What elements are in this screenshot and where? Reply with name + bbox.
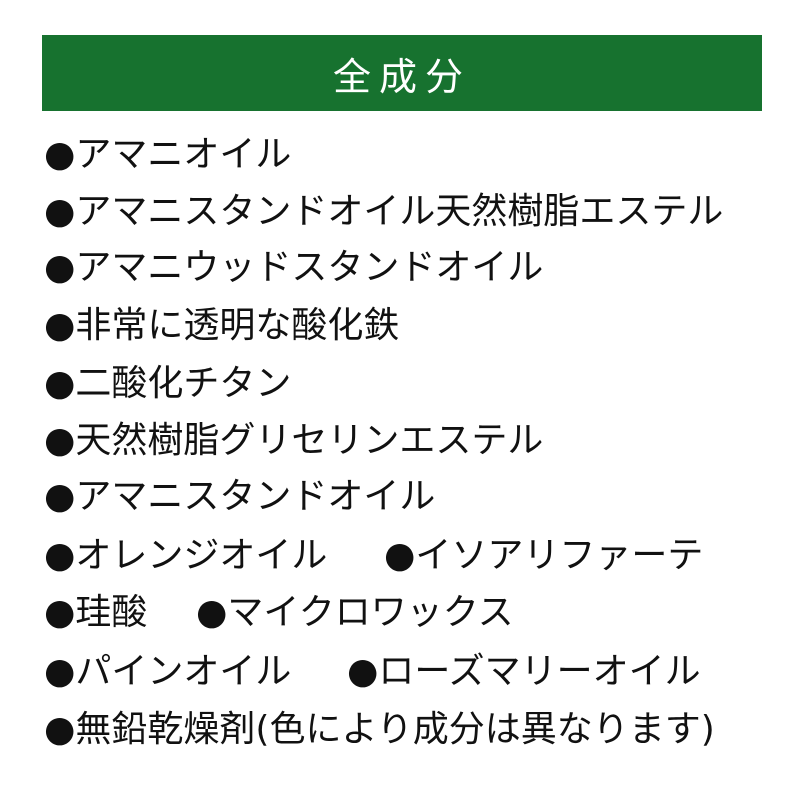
bullet-icon: ● (44, 247, 76, 288)
bullet-icon: ● (44, 709, 76, 750)
ingredient-label: 珪酸 (75, 592, 148, 633)
ingredients-header: 全成分 (42, 35, 762, 111)
ingredient-item: ●無鉛乾燥剤(色により成分は異なります) (44, 705, 715, 755)
bullet-icon: ● (44, 592, 76, 633)
ingredient-item: ●アマニウッドスタンドオイル (44, 243, 543, 293)
bullet-icon: ● (44, 191, 76, 232)
bullet-icon: ● (347, 651, 379, 692)
ingredient-label: ローズマリーオイル (378, 651, 701, 692)
ingredient-label: 二酸化チタン (75, 363, 292, 404)
ingredient-label: 非常に透明な酸化鉄 (75, 305, 400, 346)
ingredient-item: ●アマニオイル (44, 130, 291, 180)
bullet-icon: ● (44, 476, 76, 517)
ingredient-item: ●二酸化チタン (44, 359, 291, 409)
bullet-icon: ● (44, 651, 76, 692)
bullet-icon: ● (44, 420, 76, 461)
ingredient-item: ●マイクロワックス (196, 588, 514, 638)
ingredient-item: ●珪酸 (44, 588, 147, 638)
bullet-icon: ● (44, 134, 76, 175)
ingredient-label: アマニオイル (75, 134, 292, 175)
ingredient-item: ●天然樹脂グリセリンエステル (44, 416, 543, 466)
ingredient-label: アマニウッドスタンドオイル (75, 247, 544, 288)
ingredient-item: ●イソアリファーテ (384, 531, 703, 581)
ingredient-label: 無鉛乾燥剤(色により成分は異なります) (75, 709, 715, 750)
ingredient-label: アマニスタンドオイル天然樹脂エステル (75, 191, 724, 232)
ingredient-label: マイクロワックス (227, 592, 514, 633)
ingredient-item: ●非常に透明な酸化鉄 (44, 301, 399, 351)
ingredient-label: オレンジオイル (75, 535, 328, 576)
ingredient-label: アマニスタンドオイル (75, 476, 436, 517)
bullet-icon: ● (196, 592, 228, 633)
bullet-icon: ● (44, 535, 76, 576)
ingredient-label: 天然樹脂グリセリンエステル (75, 420, 544, 461)
ingredient-item: ●ローズマリーオイル (347, 647, 701, 697)
ingredient-item: ●アマニスタンドオイル天然樹脂エステル (44, 187, 723, 237)
bullet-icon: ● (44, 305, 76, 346)
ingredient-label: パインオイル (75, 651, 292, 692)
header-title: 全成分 (332, 54, 471, 99)
ingredient-item: ●パインオイル (44, 647, 291, 697)
ingredient-item: ●オレンジオイル (44, 531, 327, 581)
bullet-icon: ● (44, 363, 76, 404)
ingredient-label: イソアリファーテ (415, 535, 704, 576)
ingredient-item: ●アマニスタンドオイル (44, 472, 435, 522)
bullet-icon: ● (384, 535, 416, 576)
